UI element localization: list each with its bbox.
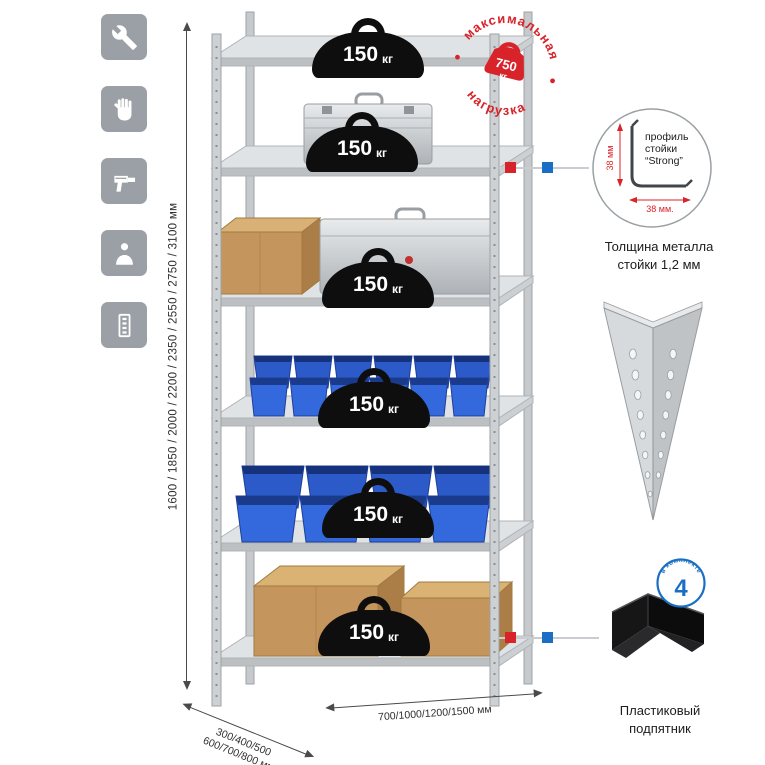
arrow-up-icon — [182, 22, 191, 31]
profile-caption: Толщина металла стойки 1,2 мм — [604, 239, 714, 272]
plastic-foot-image — [611, 593, 705, 658]
shelf-load-value: 150 — [348, 621, 385, 644]
weight-handle-icon — [361, 248, 395, 265]
person-icon — [101, 230, 147, 276]
weight-handle-icon — [345, 112, 379, 129]
stamp-arc-bottom: нагрузка — [461, 85, 531, 125]
profile-label-2: стойки — [645, 143, 677, 155]
drill-icon — [101, 158, 147, 204]
arrow-right-icon — [533, 688, 544, 698]
arrow-left-icon — [181, 700, 193, 711]
foot-caption: Пластиковый подпятник — [619, 703, 701, 736]
callout-marker-blue-top — [542, 162, 553, 173]
svg-text:нагрузка: нагрузка — [461, 85, 531, 125]
profile-dim-horizontal: 38 мм. — [646, 204, 673, 214]
post-holes — [629, 348, 677, 498]
shelf-load-value: 150 — [342, 43, 379, 66]
shelf-load-unit: кг — [392, 511, 404, 526]
callout-marker-red-bottom — [505, 632, 516, 643]
profile-dim-vertical: 38 мм — [605, 146, 615, 171]
profile-label-3: “Strong” — [645, 155, 683, 167]
shelf-load-unit: кг — [376, 145, 388, 160]
callout-marker-red-top — [505, 162, 516, 173]
max-load-stamp: максимальная нагрузка 750 кг — [429, 0, 582, 145]
gloves-icon — [101, 86, 147, 132]
front-posts — [211, 33, 500, 707]
weight-handle-icon — [351, 18, 385, 35]
height-dimension-line — [182, 22, 192, 690]
shelf-load-unit: кг — [382, 51, 394, 66]
profile-drawing — [630, 126, 686, 188]
shelf-load-unit: кг — [388, 629, 400, 644]
height-dimension-label: 1600 / 1850 / 2000 / 2200 / 2350 / 2550 … — [167, 202, 180, 511]
shelf-load-unit: кг — [388, 401, 400, 416]
shelf-load-value: 150 — [336, 137, 373, 160]
weight-handle-icon — [357, 596, 391, 613]
stamp-weight-icon — [484, 47, 524, 81]
set-count-badge: в комплекте 4 — [656, 557, 706, 608]
callout-marker-blue-bottom — [542, 632, 553, 643]
wrench-icon — [101, 14, 147, 60]
badge-count: 4 — [674, 575, 688, 602]
arrow-right-icon — [304, 749, 316, 761]
shelf-load-value: 150 — [352, 273, 389, 296]
depth-dimension-label: 300/400/500 600/700/800 мм — [201, 725, 277, 765]
profile-detail-circle: 38 мм 38 мм. профиль стойки “Strong” — [592, 108, 712, 228]
shelf-load-value: 150 — [352, 503, 389, 526]
weight-handle-icon — [357, 368, 391, 385]
weight-handle-icon — [361, 478, 395, 495]
cardboard-box-shelf3 — [216, 216, 322, 296]
perforated-post-image — [603, 301, 703, 521]
stamp-value: 750 — [494, 55, 519, 75]
perforated-post-icon — [101, 302, 147, 348]
shelf-load-value: 150 — [348, 393, 385, 416]
back-posts — [245, 11, 533, 685]
shelf-load-unit: кг — [392, 281, 404, 296]
arrow-down-icon — [182, 681, 191, 690]
feature-icon-column — [101, 14, 147, 348]
stamp-unit: кг — [498, 70, 508, 82]
profile-label-1: профиль — [645, 131, 689, 143]
